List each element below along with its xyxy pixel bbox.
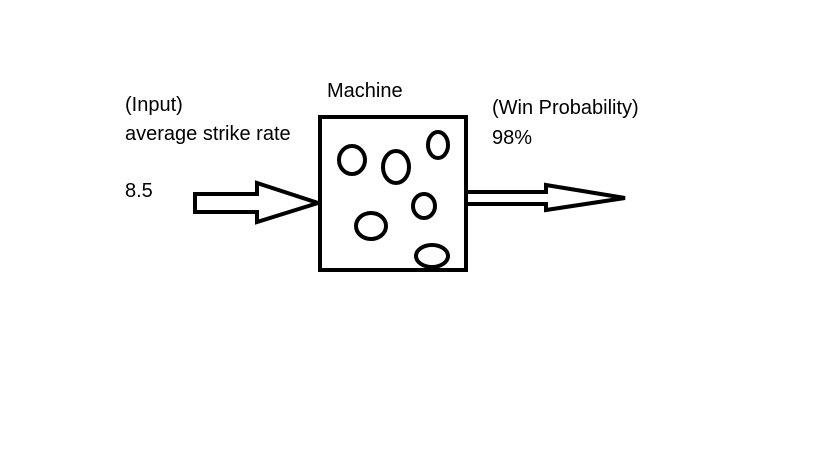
machine-label: Machine <box>327 80 403 102</box>
machine-part <box>411 192 437 220</box>
machine-part <box>414 243 450 269</box>
machine-part <box>337 144 367 176</box>
output-arrow <box>468 182 626 213</box>
machine-part <box>381 149 411 185</box>
machine-parts <box>337 130 450 269</box>
input-name: average strike rate <box>125 123 291 145</box>
output-heading: (Win Probability) <box>492 97 639 119</box>
machine-part <box>354 211 388 241</box>
machine-part <box>426 130 450 160</box>
input-heading: (Input) <box>125 94 183 116</box>
machine-box <box>318 115 468 272</box>
input-value: 8.5 <box>125 180 153 202</box>
output-value: 98% <box>492 127 533 149</box>
input-arrow <box>193 180 325 225</box>
